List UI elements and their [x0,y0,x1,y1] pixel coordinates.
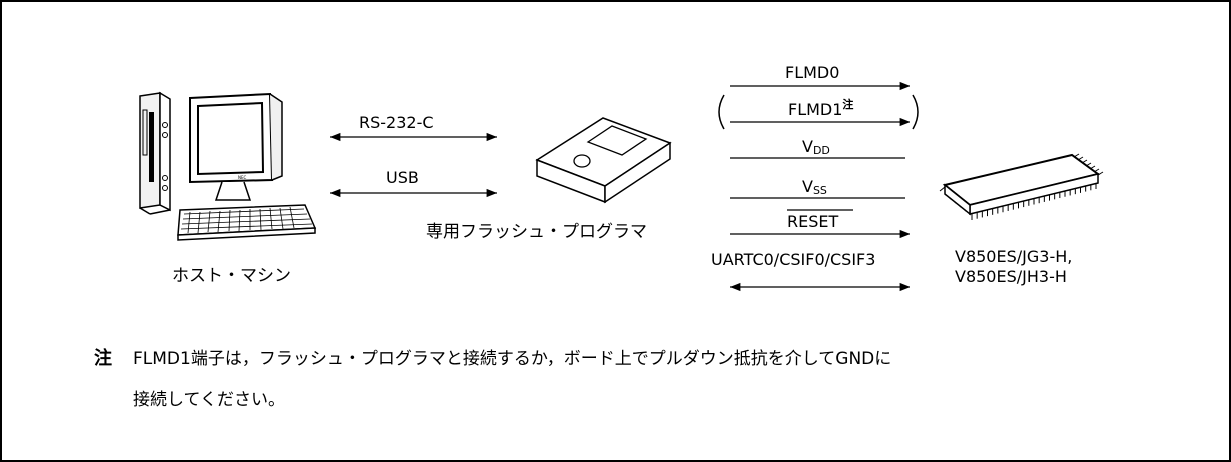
uart-label: UARTC0/CSIF0/CSIF3 [711,250,875,269]
flmd1-label: FLMD1注 [788,97,853,119]
reset-label: RESET [787,212,838,231]
host-machine-icon: NEC [139,91,317,241]
host-machine-label: ホスト・マシン [172,266,291,286]
keyboard-icon [177,204,317,241]
svg-text:NEC: NEC [238,175,247,180]
rs232-label: RS-232-C [359,113,434,132]
monitor-icon: NEC [189,92,283,201]
flash-programmer-label: 専用フラッシュ・プログラマ [426,222,647,242]
flash-programmer-icon [535,117,672,204]
vdd-label: VDD [802,137,830,157]
left-paren [718,94,725,130]
usb-label: USB [386,168,419,187]
tower-pc-icon [139,91,171,215]
note-mark: 注 [94,347,112,369]
microcontroller-chip-icon [939,153,1104,220]
vss-label: VSS [802,177,827,197]
note-text-line1: FLMD1端子は，フラッシュ・プログラマと接続するか，ボード上でプルダウン抵抗を… [133,349,891,369]
note-text-line2: 接続してください。 [133,390,285,410]
target-label-line2: V850ES/JH3-H [955,267,1067,286]
flmd0-label: FLMD0 [785,63,839,82]
right-paren [912,94,919,130]
target-label-line1: V850ES/JG3-H, [955,247,1072,266]
